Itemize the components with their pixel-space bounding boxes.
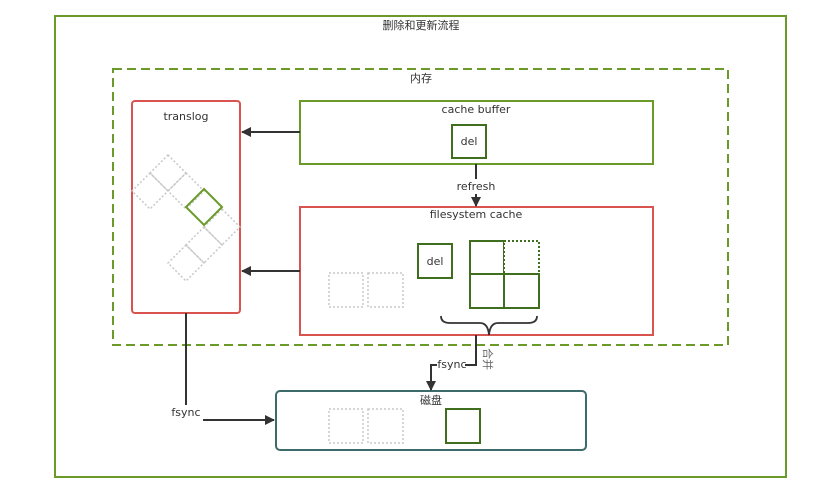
memory-region [112,68,729,346]
ghost-segment [367,272,404,308]
merge-label: 合并 [481,348,494,370]
filesystem-del-label: del [426,255,444,268]
disk-ghost-segment [328,408,364,444]
arrow-merge-fsync-to-disk [431,335,477,390]
ghost-segment [328,272,364,308]
translog-active-segment [184,187,224,227]
segment-bottom-right [503,273,540,309]
segment-top-left [469,240,505,275]
ghost-diamond [184,225,224,265]
segment-bottom-left [469,273,505,309]
ghost-diamond [166,243,206,283]
disk-segment [445,408,481,444]
cache-buffer-del-segment [451,124,487,159]
cache-buffer-del-label: del [460,135,478,148]
disk-ghost-segment [367,408,404,444]
segment-top-right-deleted [503,240,540,275]
fsync-merge-label: fsync [437,358,467,371]
cache-buffer-label: cache buffer [441,103,511,116]
merge-brace [440,315,538,336]
diagram-title: 删除和更新流程 [382,19,460,32]
translog-ghost-segments [130,153,242,283]
filesystem-cache-label: filesystem cache [429,208,523,221]
disk-label: 磁盘 [420,394,442,407]
memory-label: 内存 [410,72,432,85]
translog-label: translog [163,110,209,123]
outer-frame [54,15,787,478]
filesystem-del-segment [417,243,453,279]
fsync-translog-label: fsync [168,406,204,419]
ghost-diamond [166,171,206,211]
refresh-label: refresh [446,180,506,193]
ghost-diamond [202,207,242,247]
ghost-diamond [130,171,170,211]
ghost-diamond [148,153,188,193]
